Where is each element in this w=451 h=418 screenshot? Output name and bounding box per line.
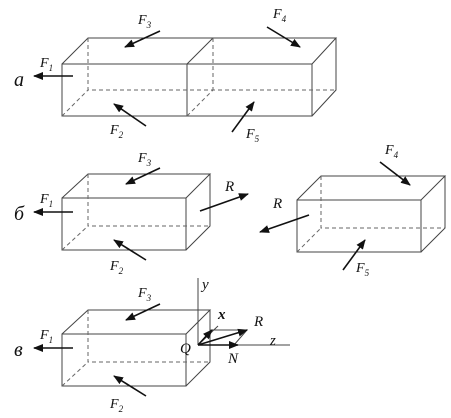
- resultant-r-left-label: R: [224, 179, 234, 195]
- force-f1-label: F1: [39, 56, 53, 73]
- force-f5-arrow: [342, 239, 366, 271]
- row-a-letter: а: [14, 69, 24, 91]
- force-f3-arrow: [125, 167, 161, 185]
- force-f2-arrow: [113, 375, 147, 397]
- force-f5-label: F5: [245, 127, 260, 144]
- resultant-r-right-label: R: [272, 196, 282, 212]
- force-f3-arrow: [125, 303, 161, 321]
- row-v-letter: в: [14, 339, 23, 361]
- force-f3-label: F3: [137, 13, 152, 30]
- resultant-r-label: R: [253, 314, 263, 330]
- force-f1-label: F1: [39, 192, 53, 209]
- force-f3-arrow: [124, 30, 161, 48]
- shear-q-arrow: [197, 329, 213, 346]
- force-f5-label: F5: [355, 261, 370, 278]
- force-f3-label: F3: [137, 151, 152, 168]
- shear-q-label: Q: [180, 341, 191, 357]
- resultant-r-arrow: [197, 328, 248, 346]
- beam-b-left: [61, 173, 212, 251]
- row-b: б F1 F3 F2 R R F4 F5: [14, 143, 447, 278]
- z-axis-label: z: [269, 333, 276, 349]
- row-v: в F1 F3 F2 y z x R Q N: [14, 277, 290, 414]
- normal-n-label: N: [227, 351, 239, 367]
- force-f3-label: F3: [137, 286, 152, 303]
- y-axis-label: y: [200, 277, 209, 293]
- row-a: а F1 F3 F2 F4 F5: [14, 7, 338, 144]
- force-f4-label: F4: [384, 143, 399, 160]
- resultant-r-left-arrow: [199, 193, 249, 212]
- force-f4-arrow: [266, 26, 301, 48]
- x-axis-label: x: [217, 307, 226, 323]
- force-f2-label: F2: [109, 397, 124, 414]
- force-f4-arrow: [379, 161, 411, 186]
- beam-b-right: [296, 175, 447, 253]
- force-f2-arrow: [113, 239, 147, 261]
- beam-a: [61, 37, 338, 117]
- force-f4-label: F4: [272, 7, 287, 24]
- force-f2-arrow: [113, 103, 147, 127]
- force-f2-label: F2: [109, 123, 124, 140]
- force-f1-label: F1: [39, 328, 53, 345]
- resultant-r-right-arrow: [259, 214, 310, 233]
- force-f2-label: F2: [109, 259, 124, 276]
- row-b-letter: б: [14, 203, 25, 225]
- force-f5-arrow: [231, 101, 255, 133]
